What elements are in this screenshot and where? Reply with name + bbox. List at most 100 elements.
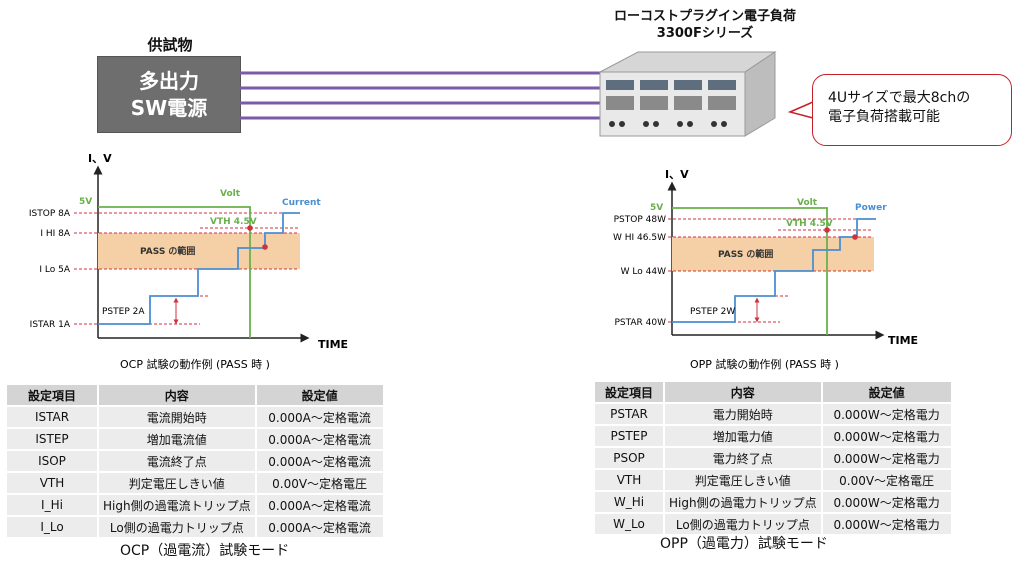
table-cell: 判定電圧しきい値 [97, 471, 257, 495]
table-cell: PSTAR [593, 402, 665, 426]
ocp-vth-point [247, 225, 253, 231]
table-row: I_Lo Lo側の過電力トリップ点 0.000A～定格電流 [5, 515, 385, 539]
opp-chart-caption: OPP 試験の動作例 (PASS 時 ) [690, 357, 839, 371]
table-cell: VTH [5, 471, 99, 495]
opp-vth-point [824, 227, 830, 233]
table-header-row: 設定項目 内容 設定値 [593, 380, 953, 404]
table-cell: 0.000A～定格電流 [254, 427, 385, 451]
table-row: ISTAR 電流開始時 0.000A～定格電流 [5, 405, 385, 429]
column-header: 設定値 [254, 383, 385, 407]
table-cell: Lo側の過電力トリップ点 [663, 512, 823, 536]
table-cell: W_Lo [593, 512, 665, 536]
ocp-trip-point [262, 244, 268, 250]
opp-chart: I、V TIME PASS の範囲 5V Volt Power VTH 4.5V… [613, 168, 918, 371]
ocp-tick-ihi: I HI 8A [40, 229, 71, 239]
callout-box: 4Uサイズで最大8chの 電子負荷搭載可能 [812, 74, 1012, 146]
table-cell: High側の過電力トリップ点 [663, 490, 823, 514]
ocp-step-label: PSTEP 2A [102, 307, 145, 317]
table-row: ISOP 電流終了点 0.000A～定格電流 [5, 449, 385, 473]
table-cell: 0.000A～定格電流 [254, 493, 385, 517]
column-header: 内容 [663, 380, 823, 404]
ocp-settings-table: 設定項目 内容 設定値 ISTAR 電流開始時 0.000A～定格電流 ISTE… [5, 383, 385, 539]
table-header-row: 設定項目 内容 設定値 [5, 383, 385, 407]
table-row: W_Lo Lo側の過電力トリップ点 0.000W～定格電力 [593, 512, 953, 536]
opp-settings-table: 設定項目 内容 設定値 PSTAR 電力開始時 0.000W～定格電力 PSTE… [593, 380, 953, 536]
opp-tick-pstop: PSTOP 48W [614, 215, 666, 225]
table-cell: ISOP [5, 449, 99, 473]
table-cell: 0.000A～定格電流 [254, 449, 385, 473]
opp-y-axis-label: I、V [665, 168, 689, 181]
table-cell: 0.000W～定格電力 [820, 424, 953, 448]
opp-step-label: PSTEP 2W [690, 307, 735, 317]
ocp-chart: I、V TIME PASS の範囲 5V Volt Current VTH 4.… [29, 152, 348, 371]
dut-box: 多出力 SW電源 [97, 56, 241, 133]
table-row: ISTEP 増加電流値 0.000A～定格電流 [5, 427, 385, 451]
ocp-tick-istop: ISTOP 8A [29, 209, 71, 219]
column-header: 設定項目 [5, 383, 99, 407]
ocp-pass-band-label: PASS の範囲 [140, 245, 195, 257]
table-cell: 0.000W～定格電力 [820, 512, 953, 536]
ocp-current-line [98, 212, 300, 325]
table-cell: 0.00V～定格電圧 [820, 468, 953, 492]
opp-trip-point [852, 234, 858, 240]
table-cell: PSOP [593, 446, 665, 470]
electronic-load-icon [599, 51, 777, 137]
table-row: VTH 判定電圧しきい値 0.00V～定格電圧 [5, 471, 385, 495]
table-row: I_Hi High側の過電流トリップ点 0.000A～定格電流 [5, 493, 385, 517]
ocp-volt-level: 5V [79, 197, 92, 207]
table-cell: W_Hi [593, 490, 665, 514]
callout-line1: 4Uサイズで最大8chの [828, 90, 971, 106]
table-cell: 0.000A～定格電流 [254, 405, 385, 429]
table-cell: 0.00V～定格電圧 [254, 471, 385, 495]
opp-tick-whi: W HI 46.5W [613, 233, 666, 243]
ocp-chart-caption: OCP 試験の動作例 (PASS 時 ) [120, 357, 270, 371]
table-row: PSTAR 電力開始時 0.000W～定格電力 [593, 402, 953, 426]
opp-pass-band-label: PASS の範囲 [718, 248, 773, 260]
table-cell: I_Hi [5, 493, 99, 517]
column-header: 内容 [97, 383, 257, 407]
dut-label: 供試物 [147, 36, 193, 54]
load-title-line2: 3300Fシリーズ [656, 26, 754, 41]
ocp-tick-ilo: I Lo 5A [39, 265, 70, 275]
ocp-tick-istar: ISTAR 1A [30, 320, 71, 330]
ocp-volt-line [98, 206, 251, 338]
table-cell: ISTAR [5, 405, 99, 429]
table-cell: 電力終了点 [663, 446, 823, 470]
table-cell: 0.000W～定格電力 [820, 490, 953, 514]
connection-wires [239, 71, 612, 120]
table-cell: 増加電流値 [97, 427, 257, 451]
table-cell: 0.000W～定格電力 [820, 446, 953, 470]
table-cell: Lo側の過電力トリップ点 [97, 515, 257, 539]
ocp-vth-label: VTH 4.5V [210, 217, 257, 227]
dut-line1: 多出力 [139, 68, 199, 93]
dut-line2: SW電源 [130, 95, 208, 120]
callout-line2: 電子負荷搭載可能 [828, 109, 940, 125]
wiring-diagram [239, 51, 815, 137]
ocp-mode-caption: OCP（過電流）試験モード [120, 543, 290, 559]
opp-volt-level: 5V [650, 203, 663, 213]
ocp-y-axis-label: I、V [88, 152, 112, 165]
table-row: W_Hi High側の過電力トリップ点 0.000W～定格電力 [593, 490, 953, 514]
table-cell: 電流終了点 [97, 449, 257, 473]
table-cell: 電流開始時 [97, 405, 257, 429]
table-row: PSOP 電力終了点 0.000W～定格電力 [593, 446, 953, 470]
opp-volt-label: Volt [797, 198, 818, 208]
table-row: VTH 判定電圧しきい値 0.00V～定格電圧 [593, 468, 953, 492]
load-title: ローコストプラグイン電子負荷 3300Fシリーズ [570, 8, 840, 42]
ocp-volt-label: Volt [220, 189, 241, 199]
opp-x-axis-label: TIME [888, 334, 918, 347]
ocp-x-axis-label: TIME [318, 338, 348, 351]
table-cell: I_Lo [5, 515, 99, 539]
table-cell: VTH [593, 468, 665, 492]
column-header: 設定項目 [593, 380, 665, 404]
table-cell: 増加電力値 [663, 424, 823, 448]
opp-tick-wlo: W Lo 44W [621, 267, 666, 277]
opp-power-line [672, 218, 876, 323]
column-header: 設定値 [820, 380, 953, 404]
ocp-pass-band [98, 233, 300, 269]
opp-power-label: Power [855, 203, 887, 213]
table-cell: PSTEP [593, 424, 665, 448]
opp-mode-caption: OPP（過電力）試験モード [660, 536, 828, 552]
opp-tick-pstar: PSTAR 40W [614, 318, 666, 328]
table-cell: 電力開始時 [663, 402, 823, 426]
